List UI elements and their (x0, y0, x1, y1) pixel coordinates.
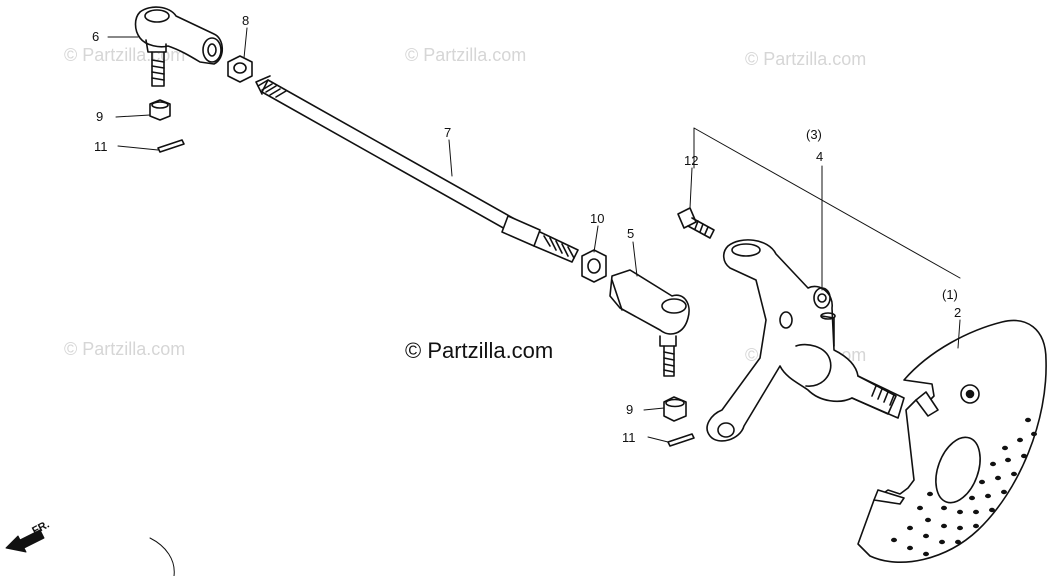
callout-11-upper: 11 (94, 139, 108, 154)
leader-group-1 (693, 127, 961, 279)
callout-6: 6 (92, 29, 100, 44)
castle-nut-lower (663, 396, 687, 422)
leader-2 (957, 319, 961, 349)
leader-7 (448, 139, 453, 177)
callout-10: 10 (590, 211, 605, 226)
nut-lower (581, 249, 607, 283)
bolt (677, 207, 715, 239)
callout-5: 5 (627, 226, 635, 241)
cotter-pin-lower (667, 433, 695, 447)
disc-plate (857, 319, 1047, 563)
callout-7: 7 (444, 125, 452, 140)
callout-1: (1) (942, 287, 958, 302)
leader-12 (689, 167, 693, 209)
steering-knuckle (706, 239, 905, 442)
tie-rod-end-lower (609, 269, 690, 377)
callout-12: 12 (684, 153, 699, 168)
callout-9-lower: 9 (626, 402, 634, 417)
callout-3: (3) (806, 127, 822, 142)
callout-9-upper: 9 (96, 109, 104, 124)
leader-11-lower (647, 436, 669, 443)
nut-upper (227, 55, 253, 83)
leader-9-upper (115, 114, 151, 118)
leader-lines (107, 27, 961, 443)
watermark-top-left: © Partzilla.com (64, 45, 186, 65)
stray-arc (149, 537, 175, 576)
front-direction-arrow (5, 529, 45, 553)
watermark-center: © Partzilla.com (405, 338, 554, 363)
cotter-pin-upper (157, 139, 185, 153)
callout-2: 2 (954, 305, 962, 320)
leader-8 (243, 27, 248, 59)
leader-9-lower (643, 407, 665, 411)
leader-5 (632, 241, 638, 277)
disc-holes (891, 417, 1037, 557)
leader-10 (593, 225, 599, 253)
callout-8: 8 (242, 13, 250, 28)
tie-rod (255, 75, 579, 263)
tie-rod-end-upper (134, 6, 224, 87)
watermark-mid-left: © Partzilla.com (64, 339, 186, 359)
watermark-top-center: © Partzilla.com (405, 45, 527, 65)
leader-11-upper (117, 145, 159, 151)
castle-nut-upper (149, 99, 171, 121)
watermark-top-right: © Partzilla.com (745, 49, 867, 69)
callout-11-lower: 11 (622, 430, 636, 445)
callout-4: 4 (816, 149, 824, 164)
